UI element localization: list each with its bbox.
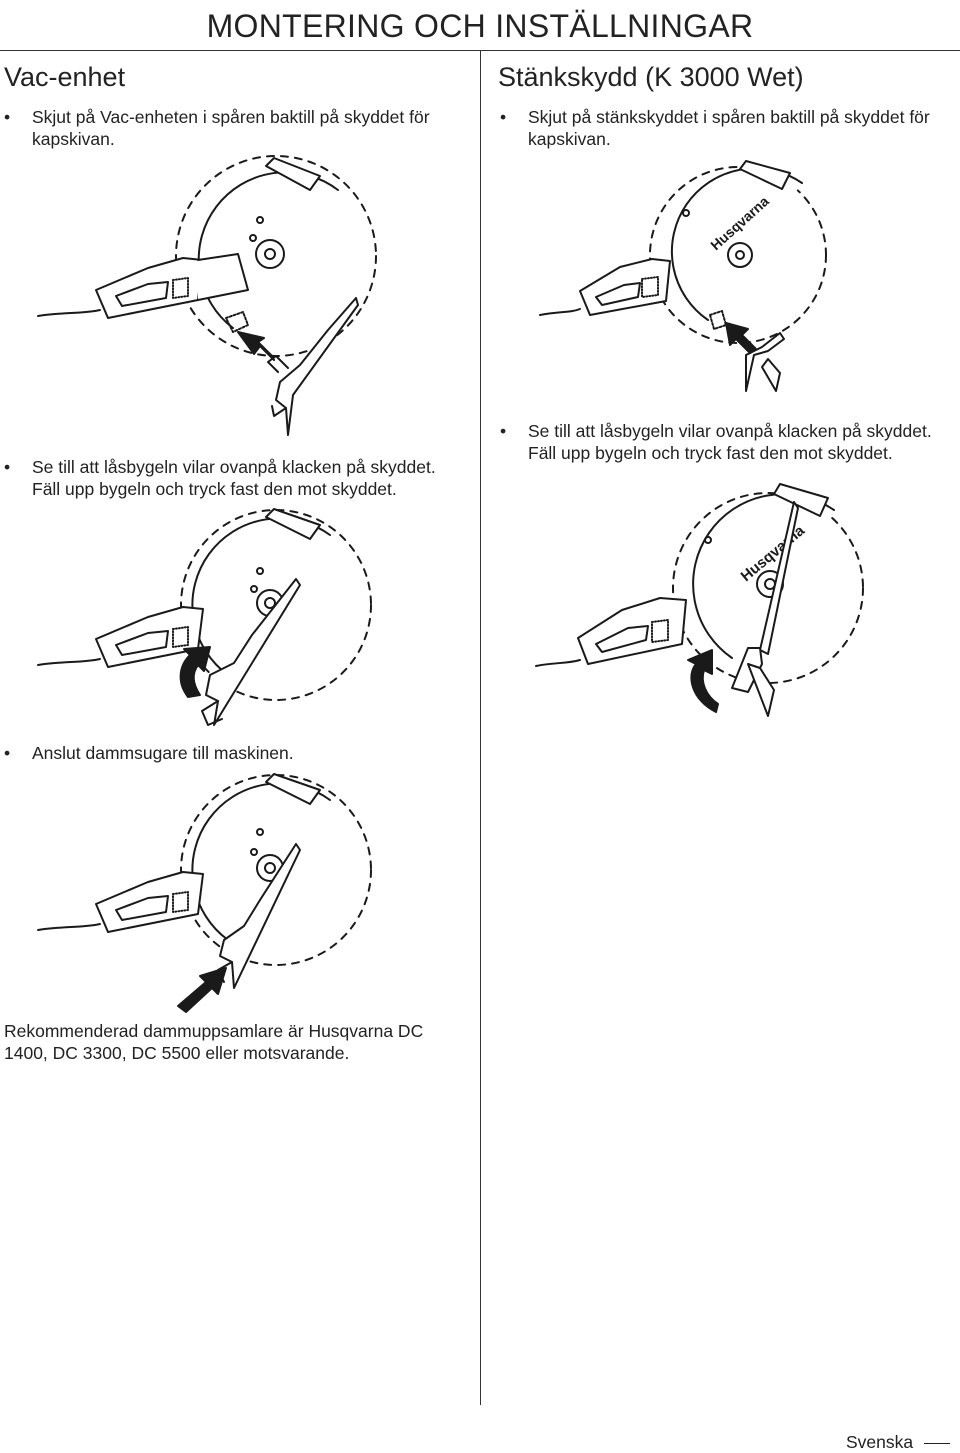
step-text-line: Fäll upp bygeln och tryck fast den mot s… (32, 479, 397, 499)
step-text-line: Skjut på Vac-enheten i spåren baktill på… (32, 107, 430, 127)
step-text-line: Se till att låsbygeln vilar ovanpå klack… (32, 457, 436, 477)
splash-guard-icon (732, 502, 798, 716)
arrow-icon (178, 968, 226, 1012)
curved-arrow-icon (181, 647, 210, 697)
bullet-marker: • (4, 107, 11, 127)
bullet-marker: • (500, 107, 507, 127)
vac-unit-icon (268, 298, 358, 435)
cutter-illustration: Husqvarna (540, 155, 840, 395)
bullet-marker: • (500, 421, 507, 441)
recommendation-line: Rekommenderad dammuppsamlare är Husqvarn… (4, 1021, 424, 1041)
splash-guard-icon (746, 333, 784, 391)
section-heading-vac-unit: Vac-enhet (4, 62, 126, 92)
cutter-illustration (38, 150, 378, 450)
step-text-line: kapskivan. (528, 129, 611, 149)
step-vac-connect: • Anslut dammsugare till maskinen. (4, 742, 474, 764)
vac-unit-icon (202, 579, 300, 725)
cutter-illustration: Husqvarna (536, 478, 866, 718)
arrow-icon (238, 332, 274, 360)
page-title: MONTERING OCH INSTÄLLNINGAR (206, 8, 754, 44)
column-divider (480, 50, 481, 1405)
bullet-marker: • (4, 743, 11, 763)
step-vac-lock-bracket: • Se till att låsbygeln vilar ovanpå kla… (4, 456, 474, 500)
bullet-marker: • (4, 457, 11, 477)
cutter-illustration (38, 505, 378, 730)
recommendation-line: 1400, DC 3300, DC 5500 eller motsvarande… (4, 1043, 350, 1063)
step-vac-slide-on: • Skjut på Vac-enheten i spåren baktill … (4, 106, 474, 150)
section-heading-splash-guard: Stänkskydd (K 3000 Wet) (498, 62, 804, 92)
step-text-line: kapskivan. (32, 129, 115, 149)
footer-separator (924, 1442, 950, 1444)
curved-arrow-icon (688, 650, 718, 712)
step-text-line: Fäll upp bygeln och tryck fast den mot s… (528, 443, 893, 463)
step-splash-slide-on: • Skjut på stänkskyddet i spåren baktill… (500, 106, 955, 150)
footer-language: Svenska (846, 1432, 914, 1452)
cutter-illustration (38, 770, 378, 1010)
step-splash-lock-bracket: • Se till att låsbygeln vilar ovanpå kla… (500, 420, 955, 464)
arrow-icon (726, 323, 756, 353)
step-text-line: Se till att låsbygeln vilar ovanpå klack… (528, 421, 932, 441)
step-text-line: Anslut dammsugare till maskinen. (32, 743, 294, 763)
page-footer: Svenska 13 (846, 1432, 960, 1453)
step-text-line: Skjut på stänkskyddet i spåren baktill p… (528, 107, 930, 127)
